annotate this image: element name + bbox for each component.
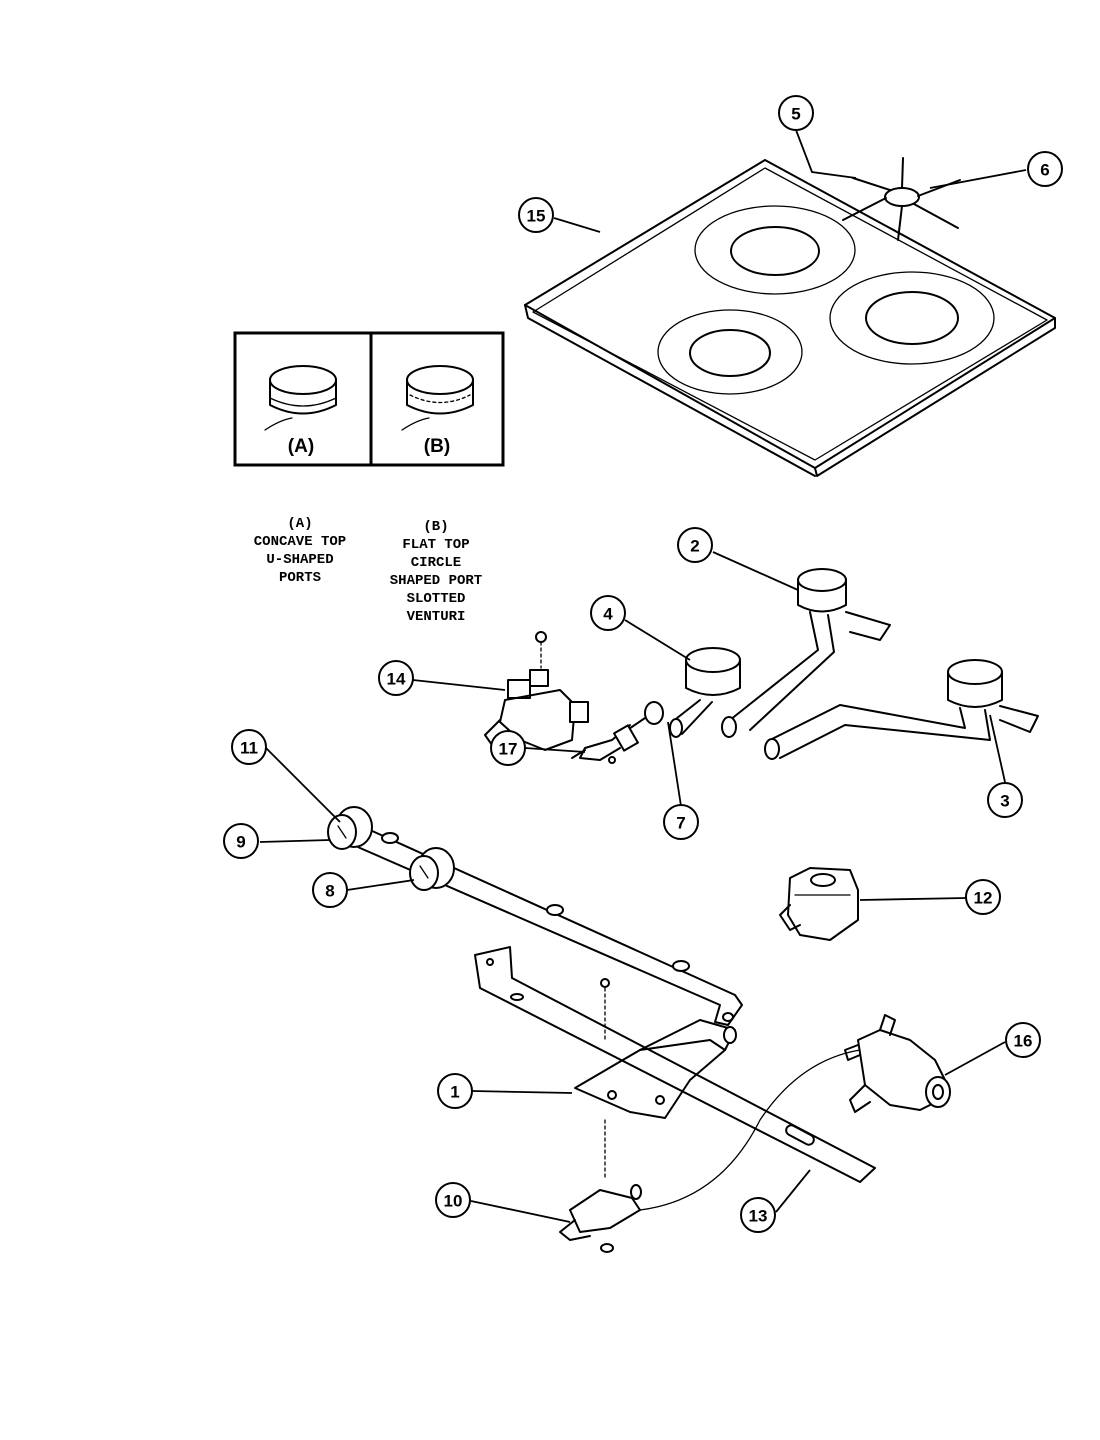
- note-b-line: (B): [423, 519, 448, 535]
- burner-bracket: [574, 978, 737, 1181]
- oven-valve: [844, 1014, 951, 1113]
- pressure-regulator: [779, 867, 859, 941]
- note-b-line: FLAT TOP: [402, 537, 469, 553]
- burner-grate: [842, 157, 961, 241]
- callout-label: 17: [499, 740, 518, 759]
- callout-label: 4: [603, 605, 613, 624]
- burner-4: [669, 647, 741, 738]
- note-a-line: CONCAVE TOP: [254, 534, 346, 550]
- burner-type-inset: (A) (B): [233, 331, 505, 467]
- burner-3: [764, 659, 1039, 760]
- callout-label: 13: [749, 1207, 768, 1226]
- callout-label: 5: [791, 105, 800, 124]
- callout-15: 15: [518, 197, 554, 233]
- control-knob-9: [327, 806, 373, 850]
- note-a-line: PORTS: [279, 570, 321, 586]
- callout-2: 2: [677, 527, 713, 563]
- note-concave-top: (A) CONCAVE TOP U-SHAPED PORTS: [254, 516, 346, 586]
- note-b-line: SHAPED PORT: [390, 573, 482, 589]
- callout-17: 17: [490, 730, 526, 766]
- callout-label: 7: [676, 814, 685, 833]
- callout-1: 1: [437, 1073, 473, 1109]
- callout-label: 1: [450, 1083, 459, 1102]
- callout-label: 8: [325, 882, 334, 901]
- callout-12: 12: [965, 879, 1001, 915]
- callout-5: 5: [778, 95, 814, 131]
- callout-11: 11: [231, 729, 267, 765]
- callout-7: 7: [663, 804, 699, 840]
- note-a-line: (A): [287, 516, 312, 532]
- note-b-line: SLOTTED: [407, 591, 466, 607]
- callout-16: 16: [1005, 1022, 1041, 1058]
- cooktop-panel: [524, 159, 1056, 477]
- ignition-switch: [484, 631, 589, 751]
- note-b-line: CIRCLE: [411, 555, 461, 571]
- lower-bracket: [474, 946, 876, 1183]
- callout-14: 14: [378, 660, 414, 696]
- control-knob-8: [409, 847, 455, 891]
- leader-lines: [259, 129, 1027, 1223]
- callout-label: 3: [1000, 792, 1009, 811]
- note-b-line: VENTURI: [407, 609, 466, 625]
- callout-13: 13: [740, 1197, 776, 1233]
- concave-top-cap: [264, 365, 337, 431]
- callout-label: 9: [236, 833, 245, 852]
- callout-3: 3: [987, 782, 1023, 818]
- callout-label: 15: [527, 207, 546, 226]
- flat-top-cap: [401, 365, 474, 431]
- callout-label: 16: [1014, 1032, 1033, 1051]
- callout-4: 4: [590, 595, 626, 631]
- igniter-bracket: [559, 1049, 861, 1253]
- callout-8: 8: [312, 872, 348, 908]
- callout-label: 12: [974, 889, 993, 908]
- note-flat-top: (B) FLAT TOP CIRCLE SHAPED PORT SLOTTED …: [390, 519, 482, 625]
- note-a-line: U-SHAPED: [266, 552, 333, 568]
- callout-10: 10: [435, 1182, 471, 1218]
- callout-6: 6: [1027, 151, 1063, 187]
- callout-label: 6: [1040, 161, 1049, 180]
- callout-label: 10: [444, 1192, 463, 1211]
- callout-label: 2: [690, 537, 699, 556]
- inset-label-b: (B): [424, 436, 450, 457]
- inset-label-a: (A): [288, 436, 314, 457]
- burner-2: [721, 568, 891, 738]
- callout-label: 11: [240, 739, 258, 758]
- callout-9: 9: [223, 823, 259, 859]
- callout-label: 14: [387, 670, 406, 689]
